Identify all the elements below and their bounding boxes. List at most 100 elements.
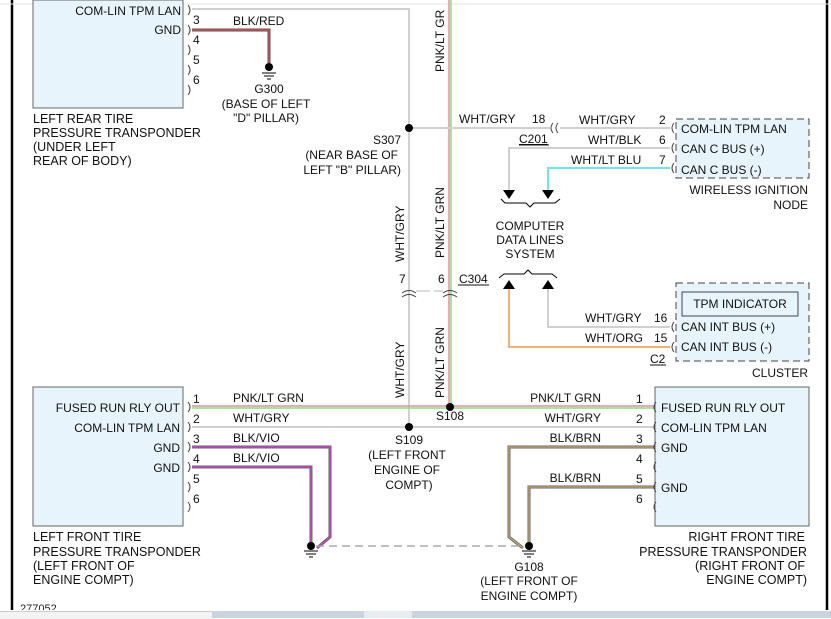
tpm-indicator [681, 291, 799, 317]
connector-pin: 18 [532, 112, 546, 126]
arrow-down-icon [503, 190, 515, 199]
wire-blk-red [192, 28, 271, 63]
ground-g300: G300 (BASE OF LEFT "D" PILLAR) [222, 63, 311, 125]
svg-text:GND: GND [153, 461, 180, 475]
svg-text:G108: G108 [514, 560, 544, 574]
svg-text:C201: C201 [519, 132, 548, 146]
ground-icon [307, 542, 315, 550]
component-caption: (LEFT FRONT OF [33, 559, 135, 573]
pin-number: 3 [193, 13, 200, 27]
svg-text:CAN INT BUS (-): CAN INT BUS (-) [681, 340, 772, 354]
svg-text:5: 5 [636, 472, 643, 486]
svg-text:5: 5 [193, 472, 200, 486]
pin-label: GND [154, 23, 181, 37]
computer-data-lines-system: COMPUTER DATA LINES SYSTEM [496, 190, 565, 289]
svg-text:7: 7 [399, 272, 406, 286]
svg-text:S108: S108 [436, 409, 464, 423]
splice-s108: S108 [436, 403, 464, 423]
svg-text:4: 4 [193, 452, 200, 466]
wire-label-vertical: WHT/GRY [393, 206, 407, 262]
component-caption: PRESSURE TRANSPONDER [33, 545, 201, 559]
wire-label: BLK/VIO [233, 431, 280, 445]
wire-label: PNK/LT GRN [530, 391, 601, 405]
wire-wht-gry-cluster [547, 289, 670, 328]
splice-dot [405, 124, 413, 132]
wire-label-vertical: PNK/LT GRN [433, 327, 447, 398]
wire-label-vertical: PNK/LT GR [433, 9, 447, 72]
wire-blk-brn-3 [507, 445, 670, 550]
svg-text:C304: C304 [459, 272, 488, 286]
right-front-transponder[interactable]: 1 2 3 4 5 6 FUSED RUN RLY OUT COM-LIN TP… [636, 386, 810, 587]
wire-label: BLK/RED [233, 14, 285, 28]
ground-icon [265, 63, 273, 71]
component-caption: LEFT FRONT TIRE [33, 530, 141, 544]
wire-label: WHT/GRY [459, 112, 515, 126]
connector-pins [187, 4, 191, 96]
pin-number: 5 [193, 53, 200, 67]
wire-wht-gry-left-rear [192, 8, 410, 128]
svg-text:CAN C BUS (+): CAN C BUS (+) [681, 142, 765, 156]
svg-text:CAN INT BUS (+): CAN INT BUS (+) [681, 320, 775, 334]
connector-c304: 7 6 C304 [399, 272, 489, 298]
connector-pins [187, 401, 191, 513]
ground-left-front [304, 542, 318, 558]
connector-pins [653, 401, 657, 513]
wire-label: PNK/LT GRN [233, 391, 304, 405]
wire-label: BLK/BRN [550, 471, 601, 485]
left-rear-transponder[interactable]: COM-LIN TPM LAN GND 3 4 5 6 LEFT REAR TI… [32, 0, 201, 168]
splice-s109: S109 (LEFT FRONT ENGINE OF COMPT) [368, 423, 447, 492]
wire-label: WHT/GRY [233, 411, 289, 425]
wire-label: BLK/VIO [233, 451, 280, 465]
svg-text:3: 3 [636, 432, 643, 446]
component-caption: ENGINE COMPT) [33, 573, 134, 587]
ground-id: G300 [254, 82, 284, 96]
svg-text:S109: S109 [395, 433, 423, 447]
wire-blk-brn-5 [527, 485, 670, 545]
svg-text:6: 6 [438, 272, 445, 286]
wire-label: WHT/LT BLU [571, 153, 641, 167]
pin-number: 6 [193, 73, 200, 87]
svg-text:CAN C BUS (-): CAN C BUS (-) [681, 163, 762, 177]
splice-dot [405, 423, 413, 431]
svg-text:LEFT "B" PILLAR): LEFT "B" PILLAR) [303, 163, 401, 177]
arrow-down-icon [542, 190, 554, 199]
wire-label: WHT/BLK [588, 133, 641, 147]
svg-text:1: 1 [636, 392, 643, 406]
taskbar-segment [364, 611, 412, 618]
pin-number: 15 [654, 331, 668, 345]
connector-pins [671, 122, 675, 174]
cluster[interactable]: TPM INDICATOR CAN INT BUS (+) CAN INT BU… [671, 282, 810, 380]
component-caption: PRESSURE TRANSPONDER [33, 126, 201, 140]
svg-text:GND: GND [661, 441, 688, 455]
wireless-ignition-node[interactable]: COM-LIN TPM LAN CAN C BUS (+) CAN C BUS … [671, 118, 810, 212]
svg-text:COMPT): COMPT) [385, 478, 432, 492]
connector-c2: C2 [650, 352, 666, 366]
svg-text:FUSED RUN RLY OUT: FUSED RUN RLY OUT [56, 401, 181, 415]
svg-text:1: 1 [193, 392, 200, 406]
component-caption: CLUSTER [752, 366, 808, 380]
component-caption: (UNDER LEFT [33, 140, 116, 154]
arrow-up-icon [503, 280, 515, 289]
wire-wht-org [508, 289, 670, 348]
splice-s307: S307 (NEAR BASE OF LEFT "B" PILLAR) [303, 124, 550, 177]
svg-text:ENGINE COMPT): ENGINE COMPT) [481, 589, 578, 603]
taskbar-right [212, 611, 831, 618]
svg-text:(LEFT FRONT: (LEFT FRONT [368, 448, 446, 462]
wire-label-vertical: PNK/LT GRN [433, 187, 447, 258]
svg-text:ENGINE OF: ENGINE OF [374, 463, 440, 477]
svg-text:GND: GND [661, 481, 688, 495]
component-caption: REAR OF BODY) [33, 154, 132, 168]
svg-text:(NEAR BASE OF: (NEAR BASE OF [305, 148, 398, 162]
pin-number: 16 [654, 311, 668, 325]
arrow-up-icon [542, 280, 554, 289]
svg-text:2: 2 [193, 412, 200, 426]
pin-label: COM-LIN TPM LAN [75, 4, 181, 18]
component-caption: WIRELESS IGNITION [689, 183, 808, 197]
component-caption: NODE [773, 198, 808, 212]
svg-text:2: 2 [636, 412, 643, 426]
taskbar-left [0, 611, 212, 619]
svg-text:6: 6 [636, 492, 643, 506]
component-caption: ENGINE COMPT) [706, 573, 807, 587]
ground-g108: G108 (LEFT FRONT OF ENGINE COMPT) [480, 542, 578, 603]
left-front-transponder[interactable]: FUSED RUN RLY OUT COM-LIN TPM LAN GND GN… [32, 386, 201, 587]
